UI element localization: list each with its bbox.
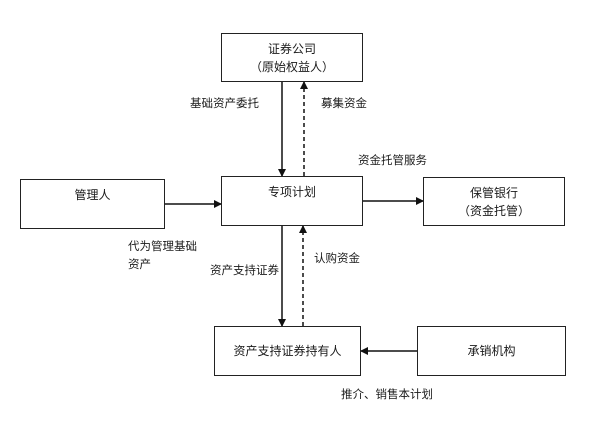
label-manage-on-behalf-line2: 资产 (128, 257, 151, 271)
securities-company-subtitle: （原始权益人） (249, 59, 334, 74)
special-plan-box: 专项计划 (221, 176, 363, 226)
label-manage-on-behalf-line1: 代为管理基础 (128, 239, 197, 253)
holders-title: 资产支持证券持有人 (233, 344, 342, 358)
underwriter-box: 承销机构 (417, 326, 566, 376)
underwriter-title: 承销机构 (467, 344, 516, 358)
label-abs-securities: 资产支持证券 (210, 263, 279, 277)
custodian-bank-subtitle: （资金托管） (457, 203, 530, 218)
securities-company-box: 证券公司 （原始权益人） (221, 33, 363, 82)
holders-box: 资产支持证券持有人 (214, 326, 361, 376)
securities-company-title: 证券公司 (267, 41, 316, 56)
custodian-bank-box: 保管银行 （资金托管） (423, 177, 565, 226)
label-entrust-assets: 基础资产委托 (190, 96, 259, 110)
label-promote-sell: 推介、销售本计划 (341, 387, 433, 401)
label-custody-service: 资金托管服务 (358, 153, 427, 167)
label-raise-funds: 募集资金 (321, 96, 367, 110)
manager-box: 管理人 (20, 179, 165, 229)
custodian-bank-title: 保管银行 (469, 185, 518, 200)
special-plan-title: 专项计划 (267, 185, 316, 199)
manager-title: 管理人 (74, 188, 111, 202)
label-subscription-funds: 认购资金 (314, 251, 360, 265)
